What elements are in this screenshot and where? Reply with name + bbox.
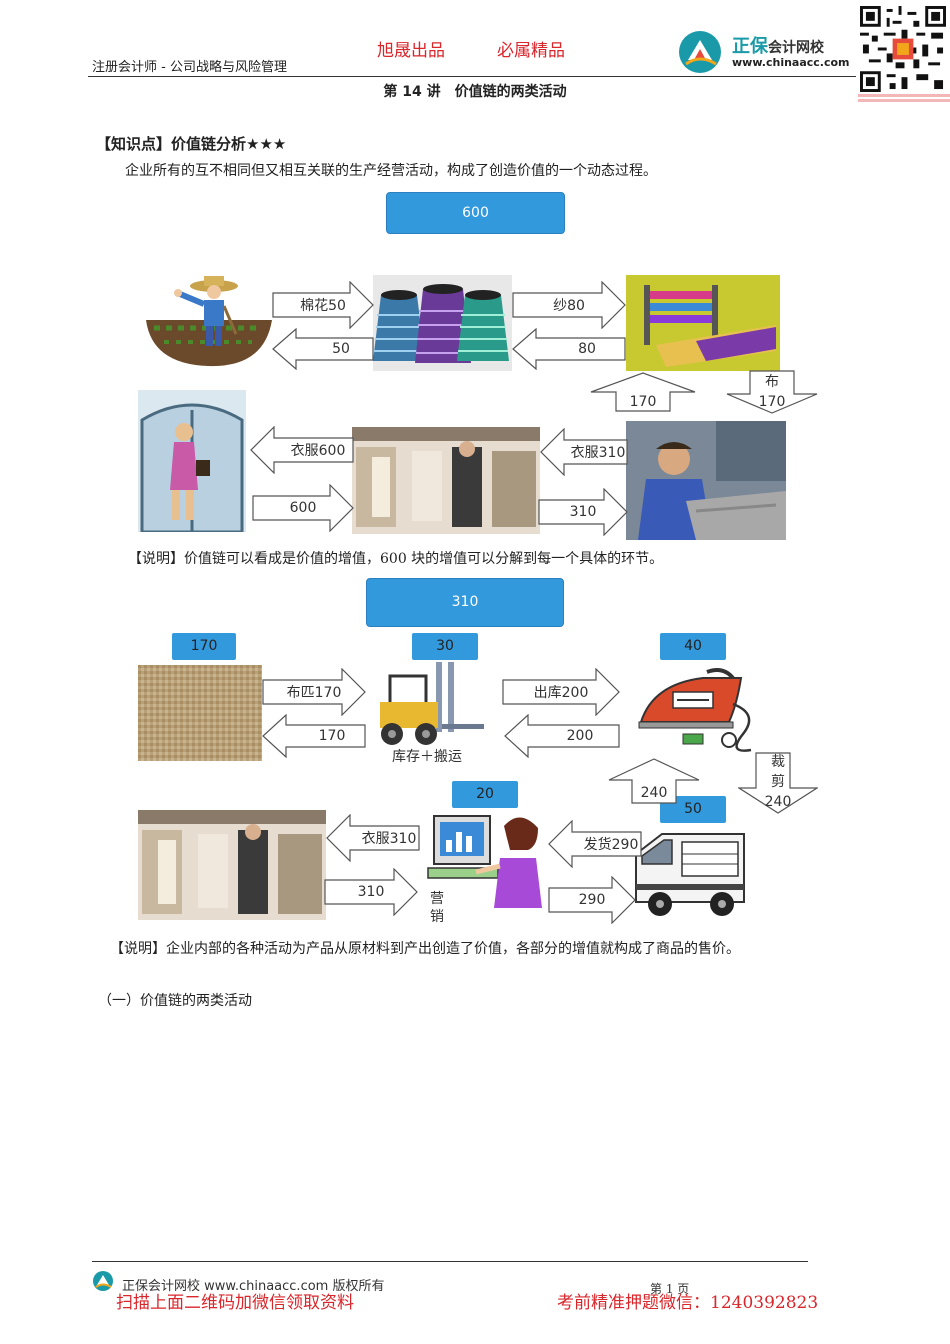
arrow-outstore-left: 200: [504, 714, 620, 758]
lecture-title: 第 14 讲 价值链的两类活动: [383, 84, 567, 100]
arrow-garment-right: 310: [538, 488, 628, 536]
clothing-store-image-2: [138, 810, 326, 920]
section-heading: （一）价值链的两类活动: [98, 993, 252, 1009]
footer-divider: [92, 1261, 808, 1262]
arrow-clothes2-right: 310: [324, 868, 418, 916]
label-clothes-back: 600: [289, 500, 317, 516]
slogan-left: 旭晟出品: [377, 41, 445, 61]
qr-caption-fineprint: [858, 94, 950, 102]
label-yarn-back: 80: [578, 341, 596, 357]
knowledge-point-title: 【知识点】价值链分析★★★: [96, 135, 287, 153]
arrow-cut-up: 240: [608, 758, 700, 804]
arrow-cotton-right: 棉花50: [272, 281, 374, 329]
clothing-store-icon: [138, 810, 326, 920]
qr-code-icon: [860, 6, 946, 92]
clothing-store-icon: [352, 427, 540, 534]
forklift-image: [376, 662, 484, 748]
footer-wechat: 考前精准押题微信：1240392823: [557, 1293, 819, 1313]
forklift-icon: [380, 662, 484, 745]
arrow-clothes-left: 衣服600: [250, 426, 354, 474]
logo-url: www.chinaacc.com: [732, 56, 850, 69]
yarn-spools-icon: [373, 284, 509, 363]
note-2: 【说明】企业内部的各种活动为产品从原材料到产出创造了价值，各部分的增值就构成了商…: [110, 941, 740, 957]
tag-storage: 30: [412, 633, 478, 660]
caption-storage: 库存＋搬运: [392, 749, 462, 765]
logo-emblem-icon: [679, 31, 721, 73]
total-value-box-310: 310: [366, 578, 564, 627]
label-ship-back: 290: [578, 892, 606, 908]
label-garment-back: 310: [569, 504, 597, 520]
label-cloth-up: 170: [629, 394, 657, 410]
course-title: 注册会计师 - 公司战略与风险管理: [92, 60, 287, 75]
arrow-clothes2-left: 衣服310: [326, 814, 420, 862]
label-outstore-back: 200: [566, 728, 594, 744]
label-yarn: 纱80: [553, 298, 585, 314]
arrow-ship-right: 290: [548, 876, 636, 924]
computer-user-icon: [427, 815, 542, 908]
caption-marketing: 营销: [430, 891, 444, 925]
knowledge-point-intro: 企业所有的互不相同但又相互关联的生产经营活动，构成了创造价值的一个动态过程。: [125, 163, 657, 179]
footer-copyright: 正保会计网校 www.chinaacc.com 版权所有: [122, 1279, 385, 1294]
arrow-fabric-right: 布匹170: [262, 668, 366, 716]
fabric-texture-icon: [138, 665, 262, 761]
label-fabric: 布匹170: [286, 685, 342, 701]
clothing-store-image: [352, 427, 540, 534]
arrow-ship-left: 发货290: [548, 820, 642, 868]
label-outstore: 出库200: [533, 685, 589, 701]
note-1: 【说明】价值链可以看成是价值的增值，600 块的增值可以分解到每一个具体的环节。: [128, 551, 664, 567]
delivery-van-image: [632, 824, 752, 920]
farmer-image: [144, 272, 274, 368]
yarn-spools-image: [373, 275, 512, 371]
header-divider: [88, 76, 856, 77]
delivery-van-icon: [635, 833, 745, 916]
shopper-icon: [138, 390, 246, 532]
arrow-yarn-right: 纱80: [512, 281, 626, 329]
loom-icon: [644, 285, 776, 367]
page-number: 第 1 页: [650, 1282, 690, 1296]
garment-worker-image: [626, 421, 786, 540]
footer-scan-prompt: 扫描上面二维码加微信领取资料: [116, 1293, 354, 1313]
arrow-yarn-left: 80: [512, 328, 626, 370]
fabric-swatch-image: [138, 665, 262, 761]
label-clothes2: 衣服310: [361, 831, 417, 847]
label-ship: 发货290: [583, 837, 639, 853]
farmer-icon: [146, 276, 272, 367]
label-cut-up: 240: [640, 785, 668, 801]
logo-name: 正保会计网校: [732, 36, 824, 57]
arrow-garment-left: 衣服310: [540, 428, 628, 476]
garment-worker-icon: [626, 421, 786, 540]
arrow-cloth-up: 170: [590, 372, 696, 412]
label-clothes2-back: 310: [357, 884, 385, 900]
iron-icon: [638, 668, 752, 752]
arrow-outstore-right: 出库200: [502, 668, 620, 716]
label-fabric-back: 170: [318, 728, 346, 744]
marketing-computer-image: [424, 810, 550, 908]
arrow-cotton-left: 50: [272, 328, 374, 370]
arrow-fabric-left: 170: [262, 714, 366, 758]
shopper-revolving-door-image: [138, 390, 246, 532]
loom-image: [626, 275, 780, 371]
iron-image: [633, 664, 761, 760]
label-cotton: 棉花50: [300, 298, 346, 314]
total-value-box-600: 600: [386, 192, 565, 234]
slogan-right: 必属精品: [497, 41, 565, 61]
label-garment: 衣服310: [570, 445, 626, 461]
tag-fabric: 170: [172, 633, 236, 660]
tag-ironing: 40: [660, 633, 726, 660]
tag-marketing: 20: [452, 781, 518, 808]
chinaacc-logo: 正保会计网校 www.chinaacc.com: [678, 30, 858, 74]
label-cotton-back: 50: [332, 341, 350, 357]
label-clothes: 衣服600: [290, 443, 346, 459]
arrow-clothes-right: 600: [252, 484, 354, 532]
footer-logo-icon: [93, 1271, 113, 1291]
